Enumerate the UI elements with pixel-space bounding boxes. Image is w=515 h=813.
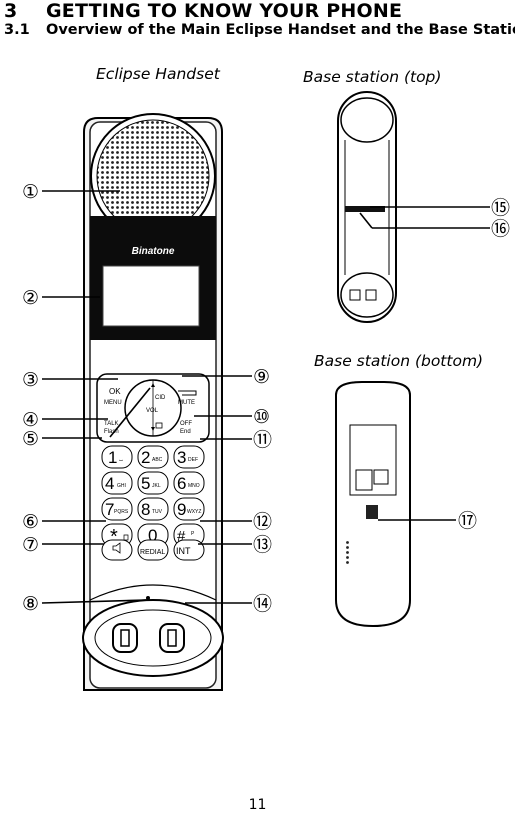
subsection-heading: 3.1 Overview of the Main Eclipse Handset … xyxy=(4,22,515,38)
key-int[interactable]: INT xyxy=(173,539,205,561)
speaker-icon xyxy=(112,542,121,554)
microphone-hole xyxy=(146,596,150,600)
svg-text:WXYZ: WXYZ xyxy=(187,509,201,515)
charging-contact-right xyxy=(159,623,185,653)
callout-7: ⑦ xyxy=(22,535,39,556)
key-speaker[interactable] xyxy=(101,539,133,561)
svg-text:4: 4 xyxy=(105,474,114,493)
mute-key[interactable]: MUTE xyxy=(178,400,195,406)
callout-17: ⑰ xyxy=(458,510,477,532)
svg-text:TUV: TUV xyxy=(152,509,163,515)
callout-15: ⑮ xyxy=(491,197,510,219)
brand-logo: Binatone xyxy=(132,246,175,257)
callout-16: ⑯ xyxy=(491,218,510,240)
handset: Binatone OK MENU CID VOL MUTE TALK Flash… xyxy=(82,113,224,691)
callout-11: ⑪ xyxy=(253,429,272,451)
telephone-line-socket xyxy=(373,469,389,485)
svg-text:6: 6 xyxy=(177,474,186,493)
phonebook-icon xyxy=(155,422,163,429)
section-heading: 3 GETTING TO KNOW YOUR PHONE xyxy=(4,0,402,22)
svg-text:MNO: MNO xyxy=(188,483,200,489)
callout-3: ③ xyxy=(22,370,39,391)
svg-text:3: 3 xyxy=(177,448,186,467)
svg-text:*: * xyxy=(110,526,118,548)
lock-icon xyxy=(123,534,129,541)
svg-text:#: # xyxy=(177,528,186,545)
off-key[interactable]: OFF xyxy=(180,421,192,427)
connector-panel xyxy=(349,424,397,496)
svg-text:2: 2 xyxy=(141,448,150,467)
subsection-title: Overview of the Main Eclipse Handset and… xyxy=(46,22,515,38)
section-title: GETTING TO KNOW YOUR PHONE xyxy=(46,0,403,22)
svg-text:7: 7 xyxy=(105,500,114,519)
power-socket xyxy=(355,469,373,491)
callout-lines xyxy=(41,190,490,604)
callout-6: ⑥ xyxy=(22,512,39,533)
svg-text:1: 1 xyxy=(108,448,117,467)
svg-text:5: 5 xyxy=(141,474,150,493)
paging-button xyxy=(345,206,385,212)
key-redial[interactable]: REDIAL xyxy=(137,539,169,561)
callout-9: ⑨ xyxy=(253,367,270,388)
ok-key[interactable]: OK xyxy=(109,387,121,396)
svg-text:JKL: JKL xyxy=(152,483,161,489)
flash-key[interactable]: Flash xyxy=(104,429,119,435)
cid-key[interactable]: CID xyxy=(155,395,166,401)
callout-5: ⑤ xyxy=(22,429,39,450)
svg-text:PQRS: PQRS xyxy=(114,509,129,515)
svg-text:DEF: DEF xyxy=(188,457,198,463)
base-bottom-body xyxy=(335,381,411,628)
base-top-caption: Base station (top) xyxy=(303,68,442,86)
talk-key[interactable]: TALK xyxy=(104,421,119,427)
cable-clip xyxy=(366,505,378,519)
handset-lower-curve xyxy=(89,584,217,601)
svg-text:⌴: ⌴ xyxy=(119,457,123,463)
svg-text:GHI: GHI xyxy=(117,483,126,489)
charging-contact-left xyxy=(112,623,138,653)
key-1[interactable]: 1⌴ xyxy=(101,445,133,469)
svg-text:0: 0 xyxy=(148,526,157,545)
vol-key[interactable]: VOL xyxy=(146,408,159,414)
callout-2: ② xyxy=(22,288,39,309)
callout-12: ⑫ xyxy=(253,511,272,533)
base-contact-right xyxy=(365,289,377,301)
svg-text:8: 8 xyxy=(141,500,150,519)
base-contact-left xyxy=(349,289,361,301)
callout-4: ④ xyxy=(22,410,39,431)
svg-text:ABC: ABC xyxy=(152,457,163,463)
page-number: 11 xyxy=(248,797,267,813)
callout-10: ⑩ xyxy=(253,407,270,428)
menu-key[interactable]: MENU xyxy=(104,400,122,406)
callout-13: ⑬ xyxy=(253,534,272,556)
base-top xyxy=(337,91,397,323)
handset-caption: Eclipse Handset xyxy=(96,65,220,83)
svg-text:9: 9 xyxy=(177,500,186,519)
base-bottom xyxy=(335,381,411,628)
lcd-screen xyxy=(102,265,200,327)
base-bottom-caption: Base station (bottom) xyxy=(314,352,484,370)
svg-text:REDIAL: REDIAL xyxy=(140,549,165,556)
callout-1: ① xyxy=(22,182,39,203)
subsection-number: 3.1 xyxy=(4,22,30,38)
svg-text:P: P xyxy=(191,531,195,537)
callout-14: ⑭ xyxy=(253,593,272,615)
return-icon xyxy=(178,390,197,396)
svg-text:INT: INT xyxy=(176,546,191,556)
vent-grille xyxy=(345,540,351,564)
section-number: 3 xyxy=(4,0,18,22)
end-key[interactable]: End xyxy=(180,429,191,435)
callout-8: ⑧ xyxy=(22,594,39,615)
